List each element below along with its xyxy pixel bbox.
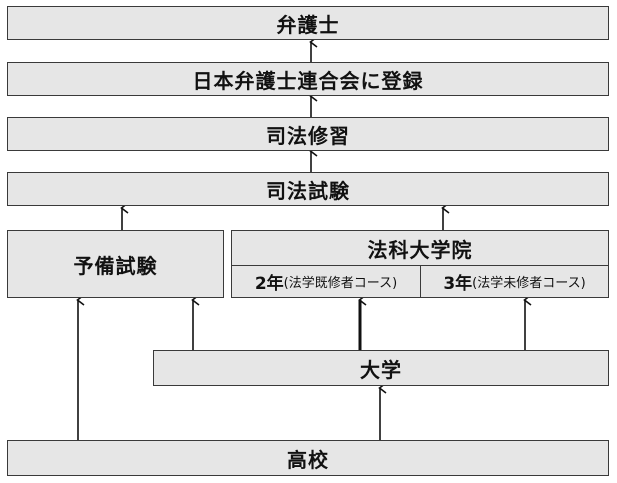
box-university: 大学 [153, 350, 609, 386]
course-2y-desc: (法学既修者コース) [283, 276, 398, 291]
course-3y-desc: (法学未修者コース) [472, 276, 586, 291]
box-register-label: 日本弁護士連合会に登録 [192, 68, 424, 93]
box-register: 日本弁護士連合会に登録 [7, 62, 609, 96]
box-lawyer: 弁護士 [7, 6, 609, 40]
box-training: 司法修習 [7, 117, 609, 151]
box-lawyer-label: 弁護士 [276, 12, 340, 37]
box-law-school: 法科大学院 [231, 230, 609, 266]
box-course-2y: 2年(法学既修者コース) [231, 265, 421, 298]
box-bar-exam-label: 司法試験 [266, 178, 350, 203]
box-prelim-exam-label: 予備試験 [73, 253, 158, 278]
box-high-school: 高校 [7, 440, 609, 476]
box-law-school-label: 法科大学院 [367, 237, 473, 262]
course-3y-years: 3年 [443, 274, 473, 294]
box-university-label: 大学 [360, 357, 402, 382]
box-prelim-exam: 予備試験 [7, 230, 224, 298]
box-training-label: 司法修習 [266, 123, 350, 148]
box-high-school-label: 高校 [287, 447, 329, 472]
box-bar-exam: 司法試験 [7, 172, 609, 206]
course-2y-years: 2年 [254, 274, 284, 294]
box-course-3y: 3年(法学未修者コース) [420, 265, 609, 298]
